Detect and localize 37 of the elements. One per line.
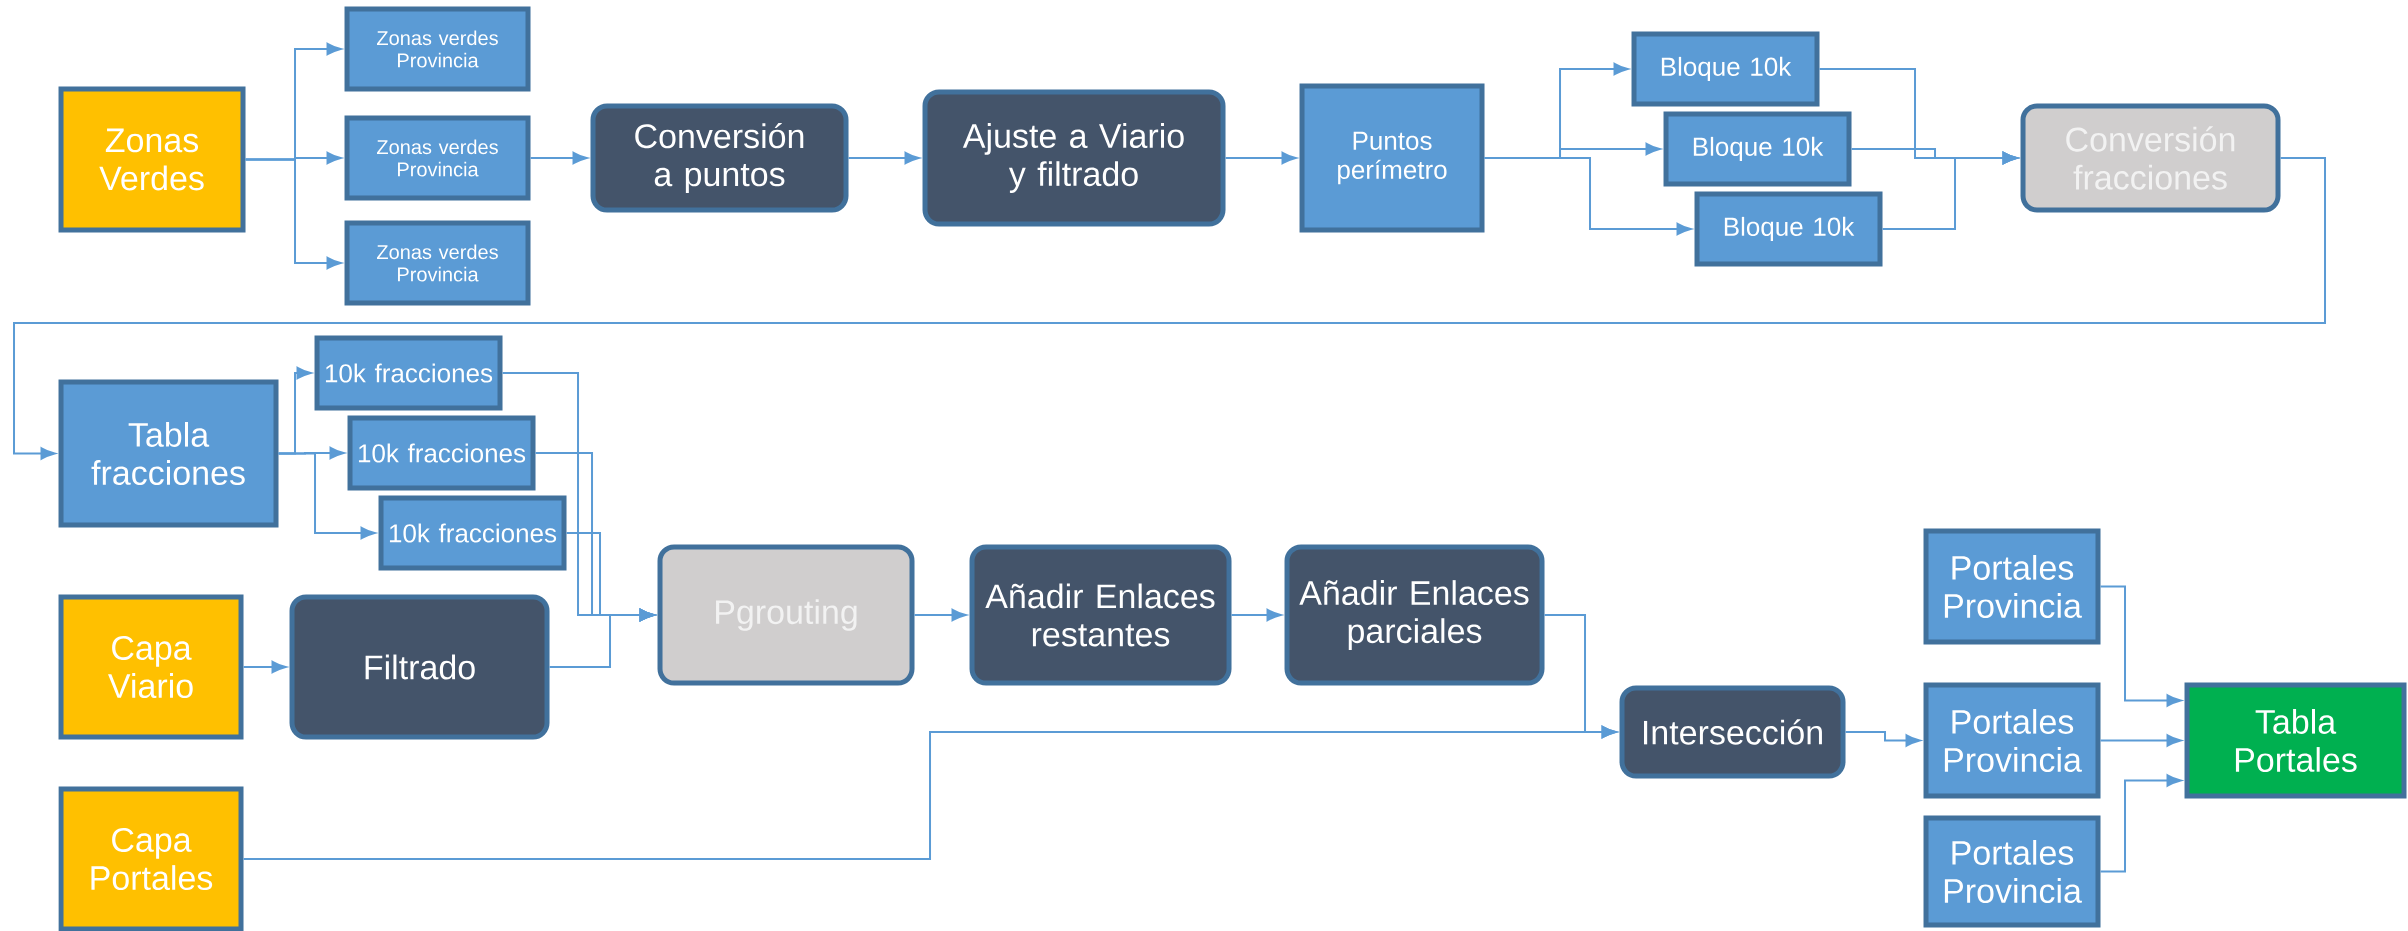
arrow <box>529 151 588 165</box>
arrow <box>1881 151 2018 230</box>
data-box: Bloque 10k <box>1631 31 1820 107</box>
arrow <box>847 151 920 165</box>
data-box: 10k fracciones <box>347 415 536 491</box>
arrow <box>244 158 342 270</box>
arrow <box>13 157 2326 460</box>
data-box: Portales Provincia <box>1923 528 2101 645</box>
data-box: 10k fracciones <box>314 335 503 411</box>
source-box: Capa Portales <box>58 786 244 931</box>
source-box: Zonas Verdes <box>58 86 246 233</box>
data-box: Tabla fracciones <box>58 379 279 528</box>
arrow <box>242 660 287 674</box>
process-box: Ajuste a Viario y filtrado <box>922 89 1226 227</box>
output-box: Tabla Portales <box>2184 682 2407 799</box>
data-box: Zonas verdes Provincia <box>344 6 531 92</box>
source-box: Capa Viario <box>58 594 244 740</box>
arrow <box>548 608 655 668</box>
process-box: Añadir Enlaces restantes <box>969 544 1232 686</box>
arrow <box>242 725 1617 860</box>
data-box: Portales Provincia <box>1923 682 2101 799</box>
data-box: Puntos perímetro <box>1299 83 1485 233</box>
process-box: Añadir Enlaces parciales <box>1284 544 1545 686</box>
data-box: 10k fracciones <box>378 495 567 571</box>
process-box: Conversión a puntos <box>590 103 849 213</box>
data-box: Bloque 10k <box>1694 191 1883 267</box>
arrow <box>277 452 376 540</box>
data-box: Bloque 10k <box>1663 111 1852 187</box>
arrow <box>1483 157 1692 236</box>
process-box: Intersección <box>1619 685 1846 779</box>
arrow <box>1230 608 1282 622</box>
data-box: Portales Provincia <box>1923 815 2101 928</box>
arrow <box>1224 151 1297 165</box>
data-box: Zonas verdes Provincia <box>344 220 531 306</box>
arrow <box>913 608 967 622</box>
data-box: Zonas verdes Provincia <box>344 115 531 201</box>
process-box: Filtrado <box>289 594 550 740</box>
